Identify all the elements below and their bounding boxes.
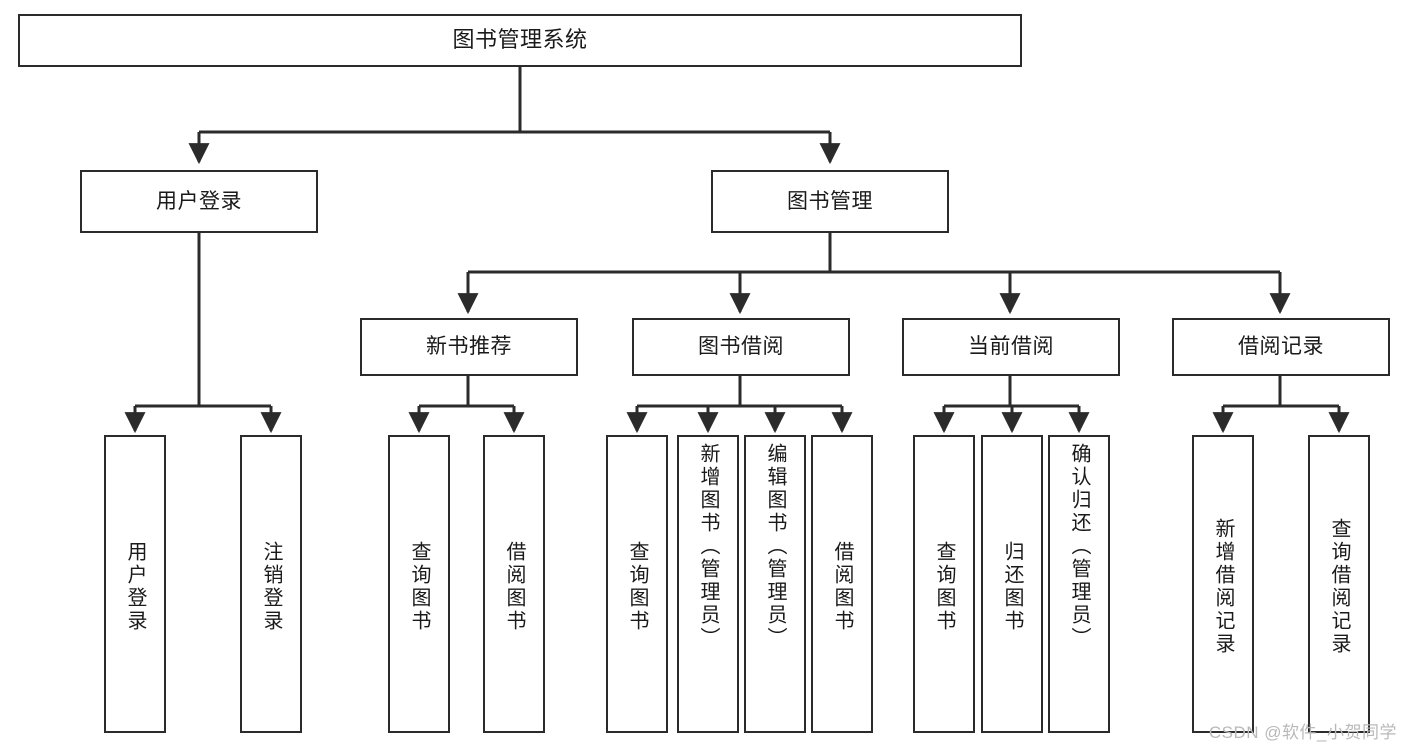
- node-label: 借阅图书: [503, 541, 525, 633]
- leaf-new-book-query-book[interactable]: 查询图书: [388, 435, 450, 733]
- leaf-book-borrow-query-book[interactable]: 查询图书: [606, 435, 668, 733]
- node-label: 查询图书: [626, 541, 648, 633]
- node-label: 新增借阅记录: [1212, 518, 1234, 656]
- leaf-book-borrow-borrow-book[interactable]: 借阅图书: [811, 435, 873, 733]
- node-root-system[interactable]: 图书管理系统: [18, 14, 1022, 67]
- leaf-book-borrow-add-book-admin[interactable]: 新增图书（管理员）: [677, 435, 739, 733]
- node-user-login[interactable]: 用户登录: [80, 170, 318, 233]
- leaf-borrow-record-query-record[interactable]: 查询借阅记录: [1308, 435, 1370, 733]
- leaf-current-borrow-confirm-return-admin[interactable]: 确认归还（管理员）: [1048, 435, 1110, 733]
- node-label: 编辑图书（管理员）: [764, 443, 786, 650]
- node-new-book-recommend[interactable]: 新书推荐: [360, 318, 578, 376]
- leaf-user-login-logout[interactable]: 注销登录: [240, 435, 302, 733]
- node-label: 查询图书: [933, 541, 955, 633]
- node-label: 用户登录: [156, 189, 242, 213]
- leaf-user-login-login[interactable]: 用户登录: [104, 435, 166, 733]
- node-label: 新书推荐: [426, 335, 512, 359]
- leaf-book-borrow-edit-book-admin[interactable]: 编辑图书（管理员）: [744, 435, 806, 733]
- node-label: 查询图书: [408, 541, 430, 633]
- node-label: 注销登录: [260, 541, 282, 633]
- leaf-current-borrow-query-book[interactable]: 查询图书: [913, 435, 975, 733]
- node-label: 图书借阅: [698, 335, 784, 359]
- node-current-borrow[interactable]: 当前借阅: [902, 318, 1120, 376]
- node-label: 新增图书（管理员）: [697, 443, 719, 650]
- csdn-watermark: CSDN @软件_小贺同学: [1208, 723, 1397, 742]
- leaf-current-borrow-return-book[interactable]: 归还图书: [981, 435, 1043, 733]
- node-label: 归还图书: [1001, 541, 1023, 633]
- node-book-management[interactable]: 图书管理: [711, 170, 949, 233]
- node-label: 确认归还（管理员）: [1068, 443, 1090, 650]
- node-label: 图书管理: [787, 189, 873, 213]
- node-label: 图书管理系统: [452, 27, 588, 53]
- node-label: 借阅图书: [831, 541, 853, 633]
- leaf-borrow-record-add-record[interactable]: 新增借阅记录: [1192, 435, 1254, 733]
- node-label: 当前借阅: [968, 335, 1054, 359]
- leaf-new-book-borrow-book[interactable]: 借阅图书: [483, 435, 545, 733]
- node-label: 用户登录: [124, 541, 146, 633]
- node-borrow-record[interactable]: 借阅记录: [1172, 318, 1390, 376]
- node-label: 查询借阅记录: [1328, 518, 1350, 656]
- node-label: 借阅记录: [1238, 335, 1324, 359]
- node-book-borrow[interactable]: 图书借阅: [632, 318, 850, 376]
